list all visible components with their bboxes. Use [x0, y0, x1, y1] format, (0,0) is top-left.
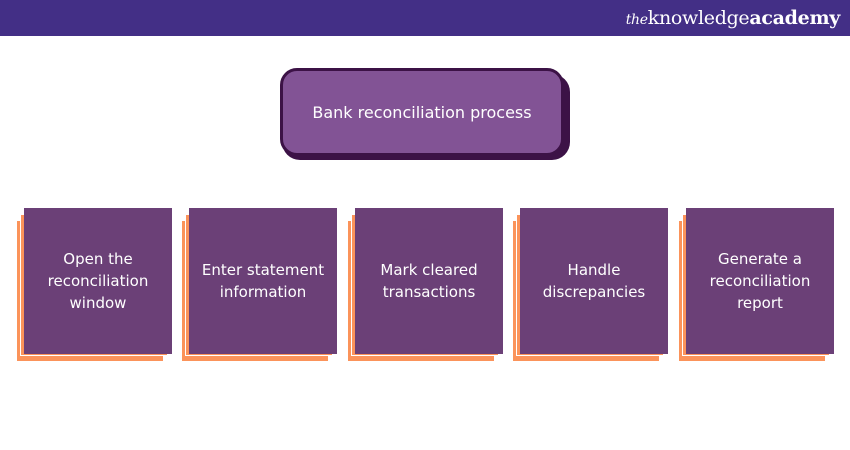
- logo-prefix: the: [625, 12, 648, 28]
- card-face: Open the reconciliation window: [24, 208, 172, 354]
- brand-logo: theknowledgeacademy: [625, 4, 841, 34]
- step-card-mark-cleared: Mark cleared transactions: [347, 208, 503, 362]
- step-card-enter-statement: Enter statement information: [181, 208, 337, 362]
- step-label: Mark cleared transactions: [380, 261, 478, 301]
- step-card-handle-discrepancies: Handle discrepancies: [512, 208, 668, 362]
- step-label: Handle discrepancies: [542, 261, 646, 301]
- step-label: Open the reconciliation window: [47, 250, 149, 312]
- brand-header-bar: theknowledgeacademy: [0, 0, 850, 36]
- step-card-open-window: Open the reconciliation window: [16, 208, 172, 362]
- card-face: Enter statement information: [189, 208, 337, 354]
- title-node-box: Bank reconciliation process: [280, 68, 564, 156]
- diagram-title-node: Bank reconciliation process: [280, 68, 570, 160]
- card-face: Generate a reconciliation report: [686, 208, 834, 354]
- card-face: Mark cleared transactions: [355, 208, 503, 354]
- logo-main: knowledge: [647, 7, 750, 29]
- step-label: Enter statement information: [201, 261, 325, 301]
- card-face: Handle discrepancies: [520, 208, 668, 354]
- step-card-generate-report: Generate a reconciliation report: [678, 208, 834, 362]
- step-label: Generate a reconciliation report: [709, 250, 811, 312]
- logo-suffix: academy: [749, 7, 840, 29]
- diagram-title: Bank reconciliation process: [312, 102, 532, 122]
